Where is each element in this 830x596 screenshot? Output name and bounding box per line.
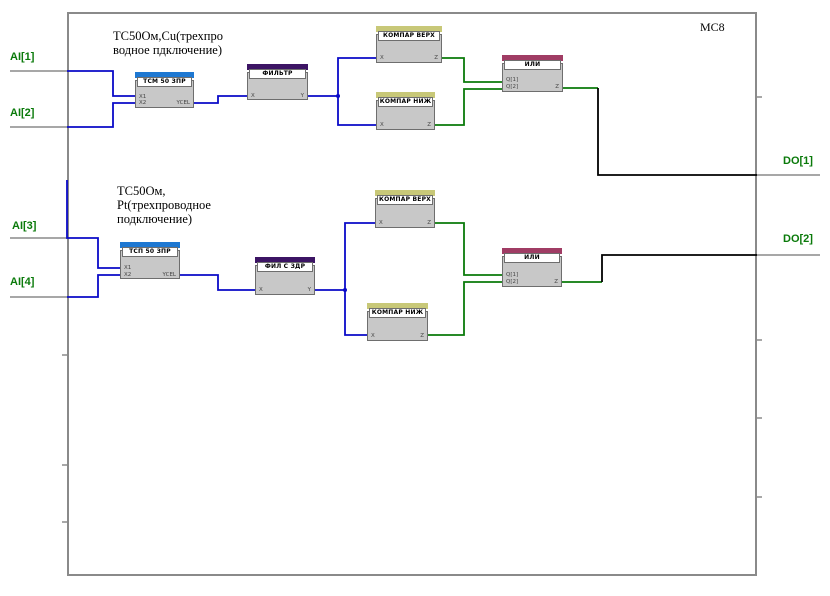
block-comparator-high-1[interactable]: КОМПАР ВЕРХ X Z (376, 26, 442, 63)
port-label: Q[1] (506, 77, 519, 83)
wire-filter2-cmplo2 (344, 290, 368, 336)
wire-ai2-tsm (67, 102, 137, 128)
block-or-1[interactable]: ИЛИ Q[1] Q[2] Z (502, 55, 563, 92)
block-title: КОМПАР НИЖ (369, 308, 426, 318)
block-header (135, 72, 194, 78)
input-label-ai4: AI[4] (10, 276, 35, 288)
junction-1 (336, 94, 340, 98)
block-filter-2[interactable]: ФИЛ С ЗДР X Y (255, 257, 315, 295)
block-header (255, 257, 315, 263)
block-header (367, 303, 428, 309)
wire-tsp-filter2 (180, 274, 256, 291)
block-title: КОМПАР ВЕРХ (377, 195, 433, 205)
port-label: X (259, 287, 263, 293)
note-top: ТС50Ом,Cu(трехпро водное пдключение) (113, 29, 223, 57)
wire-tsm-filter (193, 95, 249, 104)
port-label: X2 (124, 272, 132, 278)
block-header (376, 26, 442, 32)
junction-2 (343, 288, 347, 292)
wire-ai1-tsm (67, 70, 137, 97)
port-label: Z (420, 333, 424, 339)
port-label: X2 (139, 100, 147, 106)
block-title: ИЛИ (504, 253, 560, 263)
block-title: ФИЛ С ЗДР (257, 262, 313, 272)
block-or-2[interactable]: ИЛИ Q[1] Q[2] Z (502, 248, 562, 287)
port-label: X (371, 333, 375, 339)
block-comparator-low-1[interactable]: КОМПАР НИЖ X Z (376, 92, 435, 130)
input-label-ai3: AI[3] (12, 220, 37, 232)
wire-filter2-cmphi2 (314, 222, 377, 291)
module-label: MC8 (700, 20, 725, 34)
block-header (247, 64, 308, 70)
block-header (376, 92, 435, 98)
port-label: YCEL (176, 100, 190, 106)
block-title: ИЛИ (504, 60, 561, 70)
block-title: ТСМ 50 ЗПР (137, 77, 192, 87)
wire-filter-cmplo1 (337, 96, 377, 126)
wire-ai4-tsp (67, 274, 121, 298)
port-label: X (379, 220, 383, 226)
input-label-ai2: AI[2] (10, 107, 35, 119)
port-label: Y (307, 287, 311, 293)
input-label-ai1: AI[1] (10, 51, 35, 63)
port-label: Y (300, 93, 304, 99)
port-label: X (251, 93, 255, 99)
block-header (120, 242, 180, 248)
block-header (375, 190, 435, 196)
port-label: Z (427, 122, 431, 128)
wire-cmphi2-or2 (435, 222, 503, 276)
block-header (502, 55, 563, 61)
output-label-do1: DO[1] (783, 155, 813, 167)
port-label: Q[1] (506, 272, 519, 278)
block-title: ФИЛЬТР (249, 69, 306, 79)
port-label: X1 (124, 265, 132, 271)
port-label: Z (555, 84, 559, 90)
wire-cmphi1-or1 (442, 57, 503, 83)
block-comparator-high-2[interactable]: КОМПАР ВЕРХ X Z (375, 190, 435, 228)
output-label-do2: DO[2] (783, 233, 813, 245)
port-label: Z (427, 220, 431, 226)
wire-cmplo2-or2 (428, 281, 503, 336)
block-title: КОМПАР НИЖ (378, 97, 433, 107)
block-title: КОМПАР ВЕРХ (378, 31, 440, 41)
module-frame (67, 12, 757, 576)
port-label: X (380, 55, 384, 61)
port-label: X (380, 122, 384, 128)
block-comparator-low-2[interactable]: КОМПАР НИЖ X Z (367, 303, 428, 341)
block-tsp[interactable]: ТСП 50 ЗПР X1 X2 YCEL (120, 242, 180, 279)
block-title: ТСП 50 ЗПР (122, 247, 178, 257)
port-label: X1 (139, 94, 147, 100)
note-bottom: ТС50Ом, Pt(трехпроводное подключение) (117, 184, 211, 226)
port-label: Z (434, 55, 438, 61)
port-label: Q[2] (506, 279, 519, 285)
port-label: Z (554, 279, 558, 285)
block-filter[interactable]: ФИЛЬТР X Y (247, 64, 308, 100)
wire-ai3-tsp (66, 180, 121, 269)
wire-or1-do1 (597, 88, 757, 176)
wire-or2-do2 (601, 254, 757, 282)
block-tsm[interactable]: ТСМ 50 ЗПР X1 X2 YCEL (135, 72, 194, 108)
port-label: YCEL (162, 272, 176, 278)
block-header (502, 248, 562, 254)
wire-filter-cmphi1 (308, 57, 377, 97)
wire-cmplo1-or1 (434, 88, 503, 126)
port-label: Q[2] (506, 84, 519, 90)
